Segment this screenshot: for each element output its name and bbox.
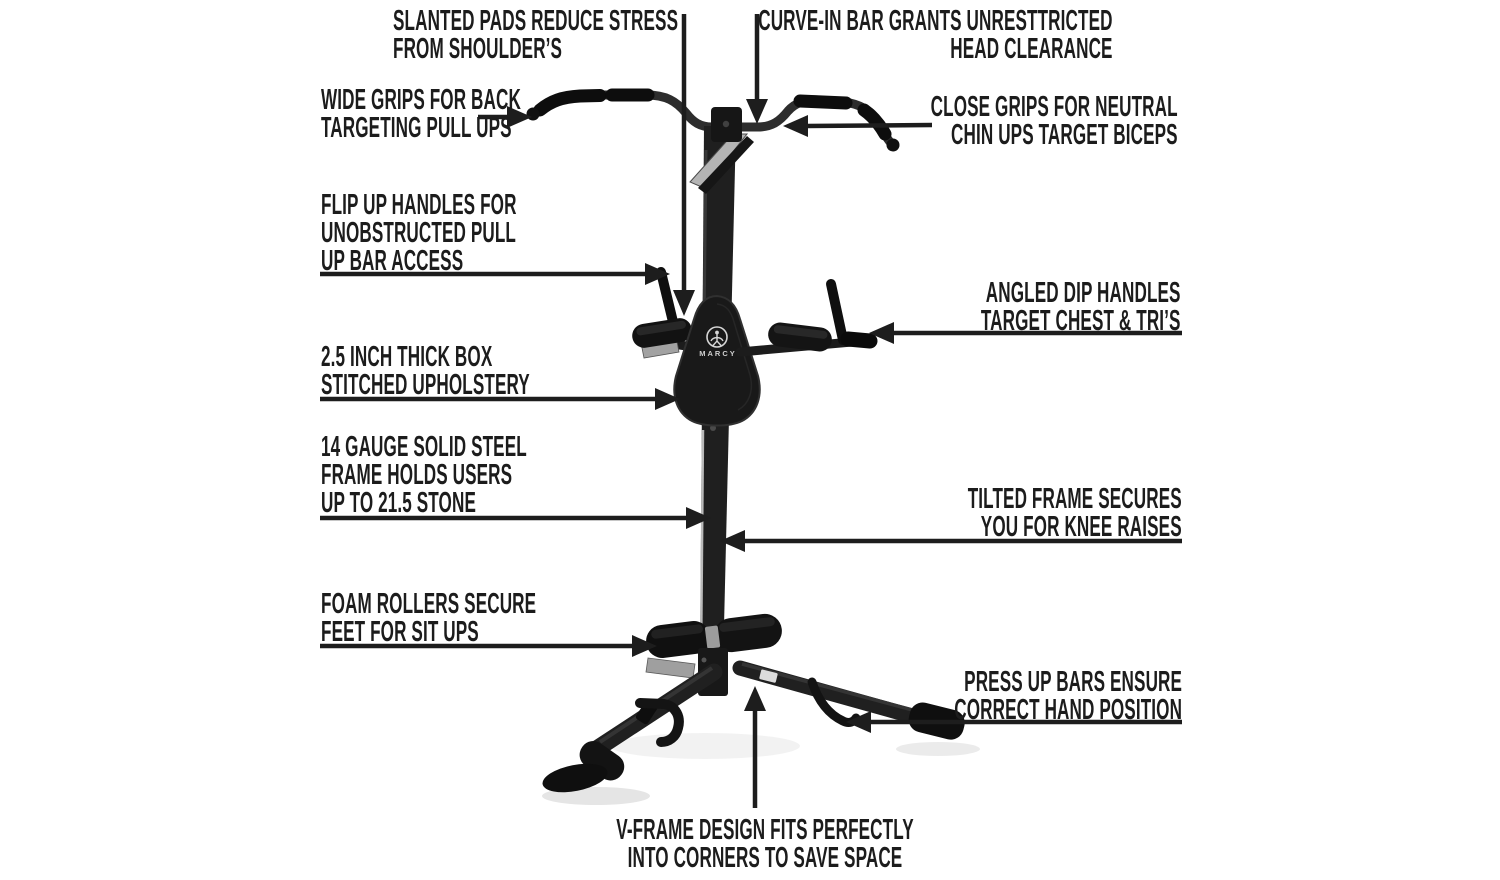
callout-line: YOU FOR KNEE RAISES (981, 511, 1182, 543)
callout-line: TILTED FRAME SECURES (967, 483, 1182, 515)
callout-steel-frame: 14 GAUGE SOLID STEEL FRAME HOLDS USERS U… (321, 431, 527, 519)
callout-line: UP TO 21.5 STONE (321, 487, 476, 519)
dip-handle-left (632, 267, 705, 359)
support-brace (689, 133, 749, 189)
callout-line: WIDE GRIPS FOR BACK (321, 84, 521, 116)
leader-tilted-frame (720, 530, 1182, 552)
dip-grip-right (840, 331, 878, 349)
callout-line: FLIP UP HANDLES FOR (321, 189, 517, 221)
base-frame (542, 648, 965, 793)
callout-line: V-FRAME DESIGN FITS PERFECTLY (616, 814, 914, 846)
callout-line: HEAD CLEARANCE (950, 33, 1113, 65)
callout-dip-handles: ANGLED DIP HANDLES TARGET CHEST & TRI’S (981, 277, 1181, 337)
callout-line: TARGET CHEST & TRI’S (981, 305, 1181, 337)
callout-close-grips: CLOSE GRIPS FOR NEUTRAL CHIN UPS TARGET … (930, 91, 1178, 151)
callout-line: ANGLED DIP HANDLES (986, 277, 1181, 309)
callout-line: INTO CORNERS TO SAVE SPACE (627, 842, 903, 874)
flip-up-handle-right (826, 279, 848, 345)
callout-slanted-pads: SLANTED PADS REDUCE STRESS FROM SHOULDER… (393, 5, 679, 65)
callout-flip-up-handles: FLIP UP HANDLES FOR UNOBSTRUCTED PULL UP… (321, 189, 517, 277)
dip-handle-right (735, 279, 878, 357)
marcy-logo-icon (706, 326, 728, 348)
callout-tilted-frame: TILTED FRAME SECURES YOU FOR KNEE RAISES (967, 483, 1182, 543)
leader-steel-frame (320, 507, 711, 529)
leader-press-up-bars (846, 711, 1182, 733)
callout-line: PRESS UP BARS ENSURE (964, 666, 1182, 698)
leader-slanted-pads (673, 14, 695, 316)
foot-cap-left (542, 763, 608, 793)
leader-foam-rollers (320, 635, 657, 657)
wide-grip-left (533, 89, 607, 117)
callout-line: FRAME HOLDS USERS (321, 459, 513, 491)
wide-grip-right (857, 103, 892, 141)
callout-line: STITCHED UPHOLSTERY (321, 369, 530, 401)
leader-wide-grips (478, 106, 532, 128)
callout-line: CLOSE GRIPS FOR NEUTRAL (930, 91, 1178, 123)
leader-arrows (320, 14, 1182, 808)
press-up-bar-left (635, 698, 684, 747)
leader-close-grips (783, 115, 933, 137)
callout-line: FOAM ROLLERS SECURE (321, 588, 537, 620)
situp-bracket (645, 657, 696, 679)
callout-wide-grips: WIDE GRIPS FOR BACK TARGETING PULL UPS (321, 84, 521, 144)
callout-line: TARGETING PULL UPS (321, 112, 512, 144)
callout-line: CORRECT HAND POSITION (954, 694, 1182, 726)
callout-line: CURVE-IN BAR GRANTS UNRESTTRICTED (758, 5, 1113, 37)
callout-line: CHIN UPS TARGET BICEPS (951, 119, 1178, 151)
callout-v-frame: V-FRAME DESIGN FITS PERFECTLY INTO CORNE… (588, 814, 942, 874)
callout-upholstery: 2.5 INCH THICK BOX STITCHED UPHOLSTERY (321, 341, 530, 401)
leader-flip-up-handles (320, 263, 670, 285)
callout-line: 14 GAUGE SOLID STEEL (321, 431, 527, 463)
leader-v-frame (744, 686, 766, 808)
callout-line: 2.5 INCH THICK BOX (321, 341, 493, 373)
foam-rollers (645, 613, 782, 679)
backrest-pad: MARCY (673, 294, 761, 427)
callout-line: FEET FOR SIT UPS (321, 616, 479, 648)
callout-foam-rollers: FOAM ROLLERS SECURE FEET FOR SIT UPS (321, 588, 537, 648)
callout-curve-in-bar: CURVE-IN BAR GRANTS UNRESTTRICTED HEAD C… (758, 5, 1113, 65)
callout-line: UNOBSTRUCTED PULL (321, 217, 516, 249)
leader-upholstery (320, 388, 680, 410)
callout-line: UP BAR ACCESS (321, 245, 464, 277)
callout-line: FROM SHOULDER’S (393, 33, 563, 65)
callout-press-up-bars: PRESS UP BARS ENSURE CORRECT HAND POSITI… (954, 666, 1182, 726)
leader-dip-handles (869, 322, 1182, 344)
close-grip-right (793, 94, 853, 110)
leader-curve-in-bar (746, 14, 768, 124)
brand-text: MARCY (699, 349, 737, 358)
callout-line: SLANTED PADS REDUCE STRESS (393, 5, 679, 37)
flip-up-handle-left (656, 267, 679, 331)
frame-label (759, 669, 778, 683)
